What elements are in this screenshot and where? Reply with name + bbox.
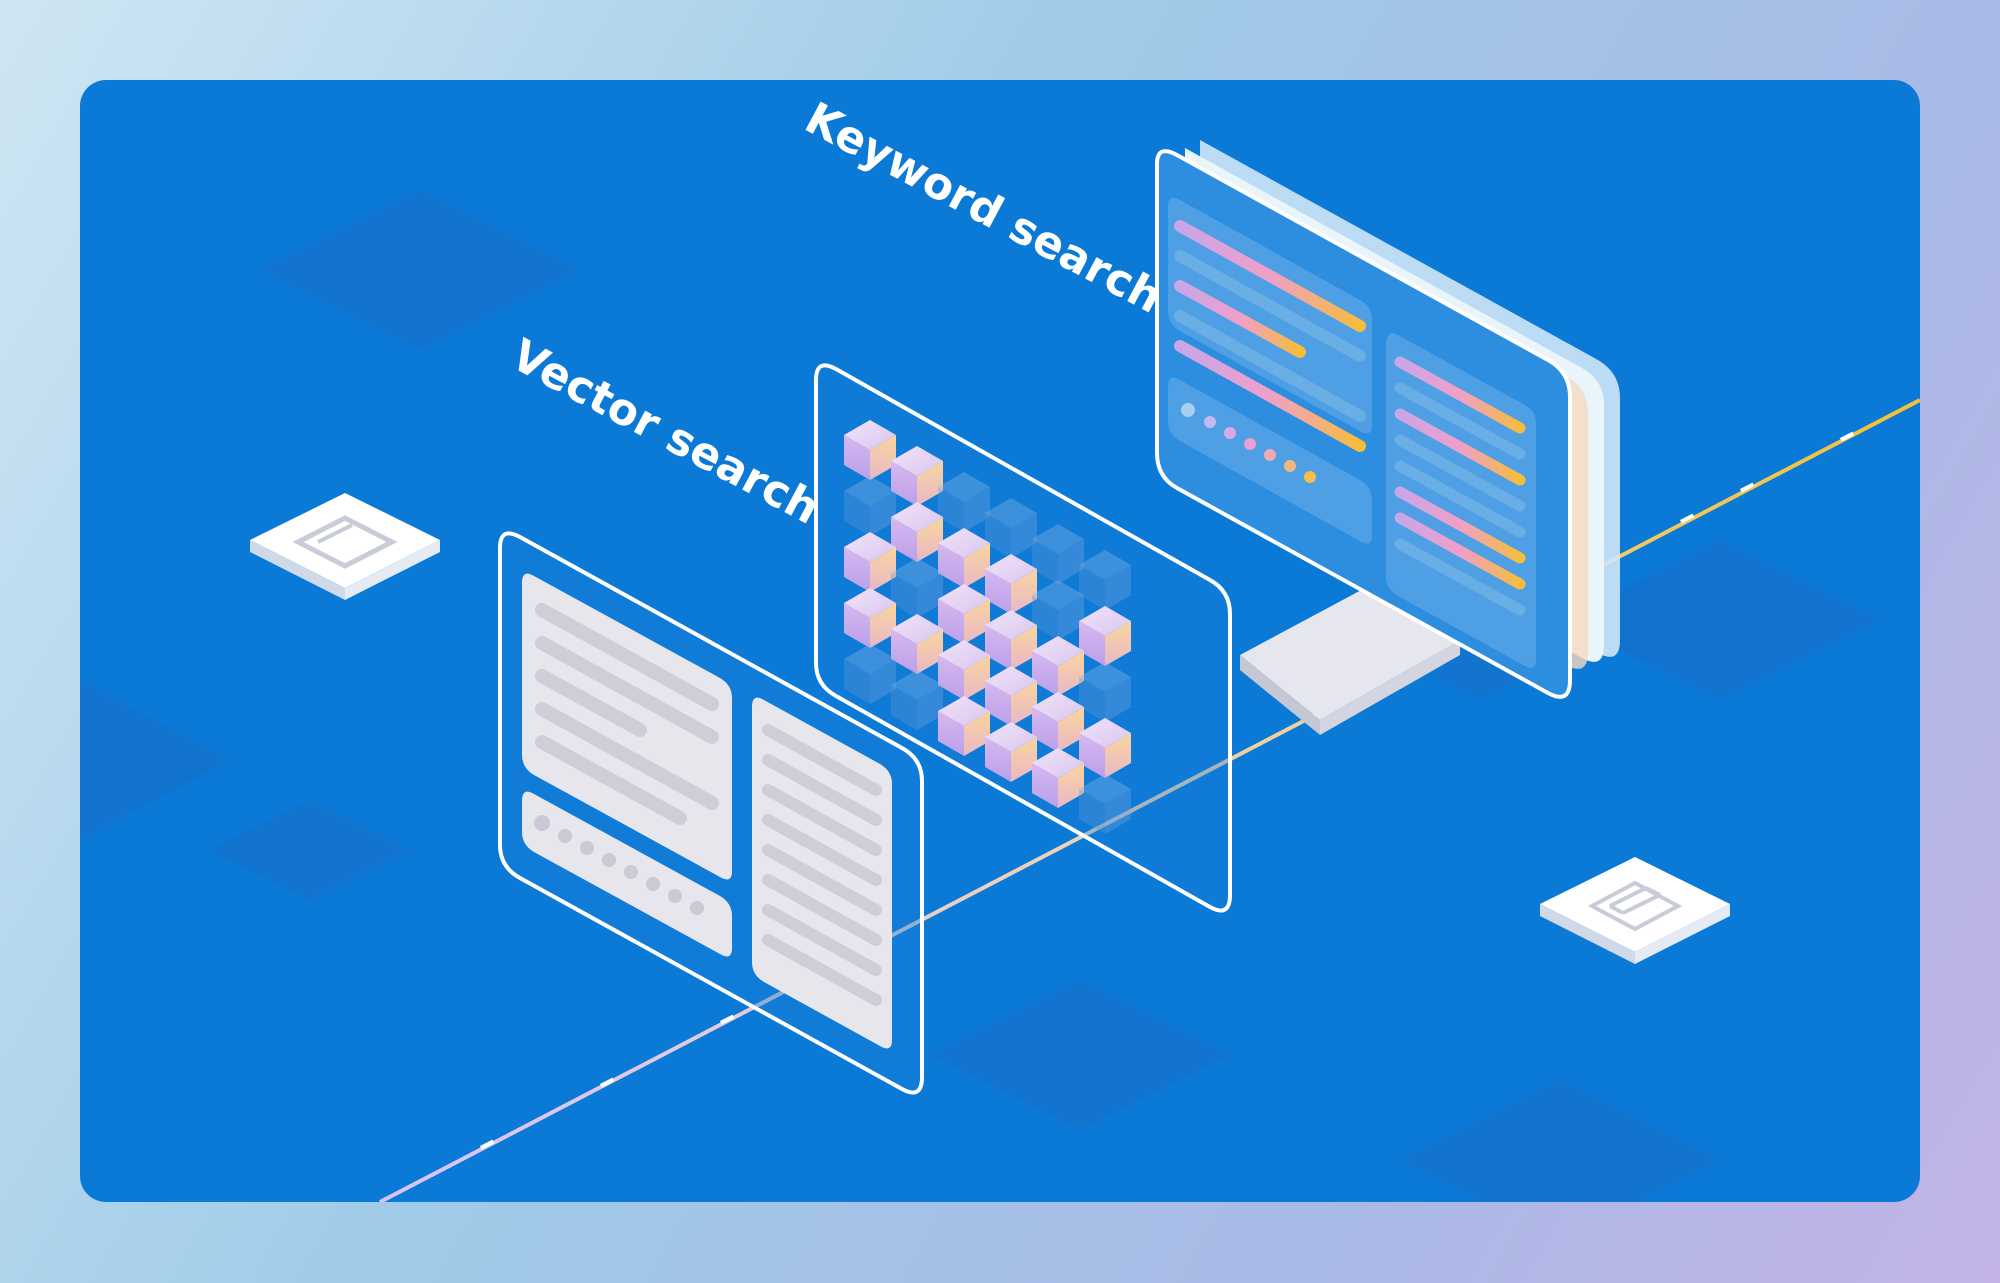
cube bbox=[1032, 692, 1084, 752]
cube bbox=[1032, 524, 1084, 584]
cube bbox=[985, 498, 1037, 558]
floating-tile-left bbox=[250, 493, 440, 600]
cube bbox=[891, 558, 943, 618]
floating-tile-right bbox=[1540, 857, 1730, 964]
cube bbox=[1032, 748, 1084, 808]
cube bbox=[938, 584, 990, 644]
cube bbox=[938, 472, 990, 532]
keyword-search-label: Keyword search bbox=[797, 93, 1171, 324]
cube bbox=[1079, 718, 1131, 778]
keyword-dots bbox=[1181, 403, 1316, 483]
vector-search-label: Vector search bbox=[503, 330, 828, 535]
cube bbox=[1079, 774, 1131, 834]
cube bbox=[985, 722, 1037, 782]
cube bbox=[891, 614, 943, 674]
cube bbox=[844, 476, 896, 536]
cube bbox=[891, 670, 943, 730]
cube bbox=[1079, 606, 1131, 666]
cube bbox=[938, 640, 990, 700]
cube bbox=[1032, 580, 1084, 640]
cube bbox=[844, 588, 896, 648]
cube bbox=[1079, 662, 1131, 722]
cube bbox=[938, 528, 990, 588]
cube bbox=[891, 502, 943, 562]
illustration-canvas: Keyword search Vector search bbox=[80, 93, 1920, 1202]
cube bbox=[985, 666, 1037, 726]
cube bbox=[844, 420, 896, 480]
cube bbox=[844, 532, 896, 592]
illustration-panel: Keyword search Vector search bbox=[80, 80, 1920, 1202]
cube bbox=[985, 610, 1037, 670]
cube bbox=[985, 554, 1037, 614]
connection-line bbox=[379, 398, 1920, 1202]
vector-document-panel bbox=[498, 531, 924, 1095]
keyword-monitor bbox=[1155, 140, 1620, 735]
vector-cubes bbox=[844, 420, 1131, 834]
cube bbox=[891, 446, 943, 506]
cube bbox=[938, 696, 990, 756]
cube bbox=[844, 644, 896, 704]
cube bbox=[1079, 550, 1131, 610]
cube bbox=[1032, 636, 1084, 696]
